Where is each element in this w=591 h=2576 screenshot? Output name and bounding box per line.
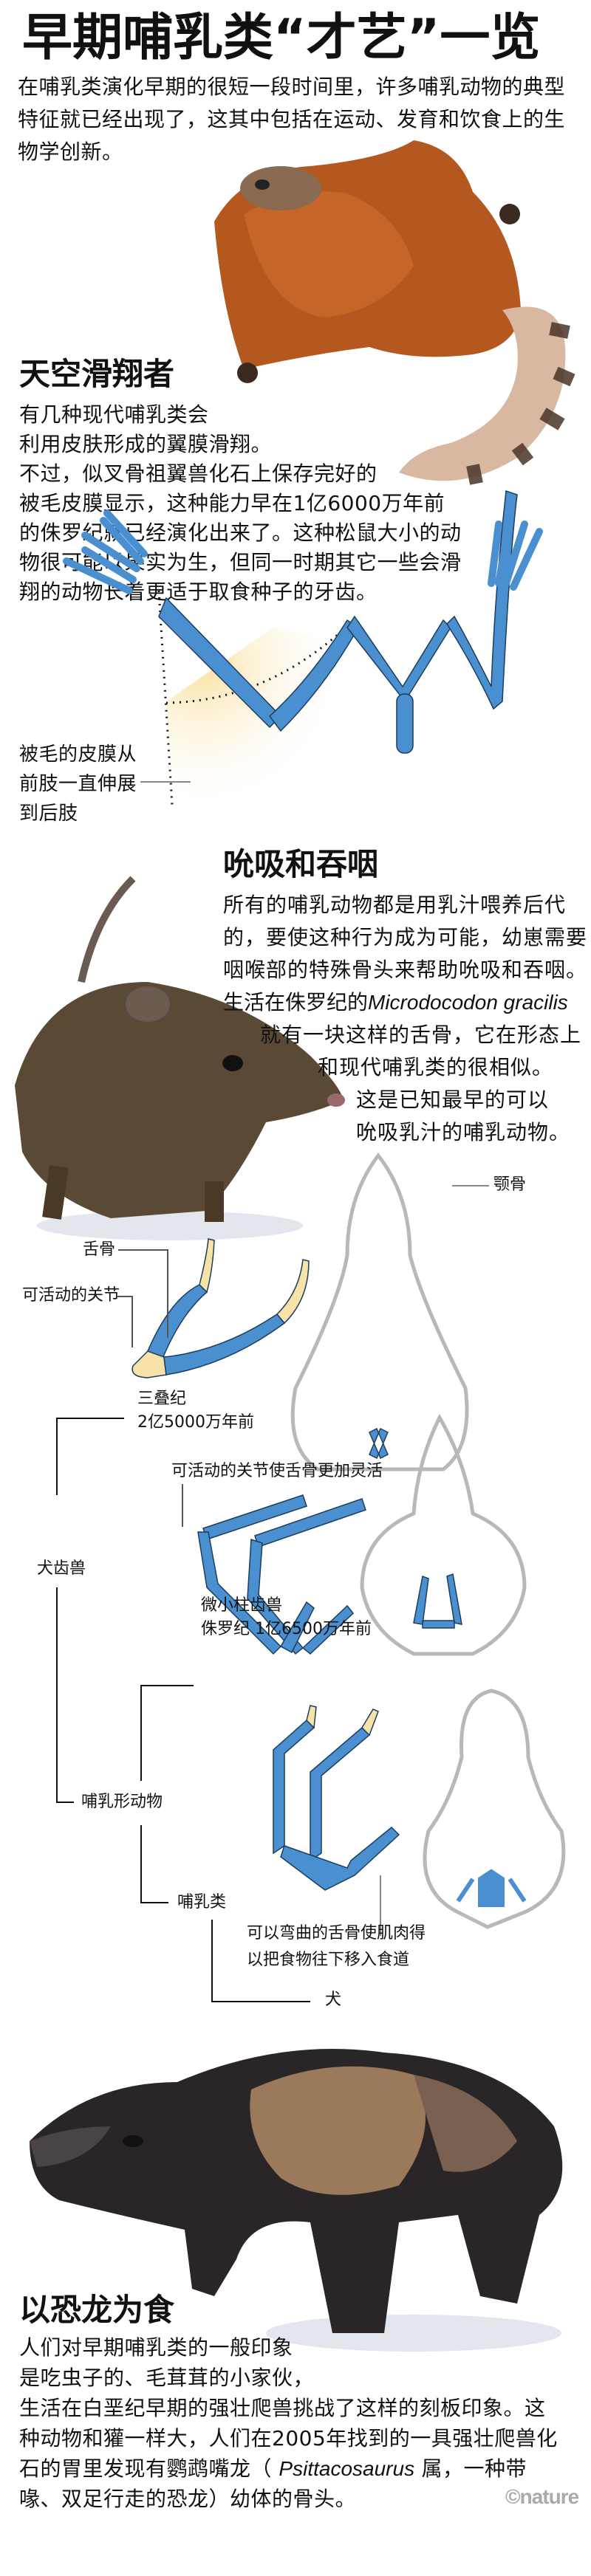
nature-credit: ©nature xyxy=(505,2485,579,2508)
cladogram-branch xyxy=(56,1587,58,1803)
cladogram-branch xyxy=(140,1685,142,1781)
jaw-label: 颚骨 xyxy=(493,1175,527,1194)
jaw-pointer-line xyxy=(452,1185,489,1186)
hyoid-pointer-line xyxy=(118,1249,167,1251)
microdocodon-name: 微小柱齿兽 xyxy=(201,1596,283,1615)
intro-line: 物学创新。 xyxy=(18,140,123,164)
skull-dog xyxy=(423,1689,566,1929)
genus-name: Psittacosaurus xyxy=(279,2457,415,2480)
cladogram-branch xyxy=(56,1802,74,1803)
suckling-text: 所有的哺乳动物都是用乳汁喂养后代 xyxy=(223,893,567,917)
glider-text: 翔的动物长着更适于取食种子的牙齿。 xyxy=(19,580,378,604)
suckling-text: 就有一块这样的舌骨，它在形态上 xyxy=(260,1023,582,1047)
bend-note: 以把食物往下移入食道 xyxy=(247,1951,410,1969)
microdocodon-age: 侏罗纪 1亿6500万年前 xyxy=(201,1620,372,1638)
dino-text: 喙、双足行走的恐龙）幼体的骨头。 xyxy=(19,2487,357,2511)
suckling-text: 生活在侏罗纪的Microdocodon gracilis xyxy=(223,986,568,1019)
joint-label: 可活动的关节 xyxy=(22,1286,120,1305)
suckling-text: 和现代哺乳类的很相似。 xyxy=(318,1055,554,1079)
skull-microdocodon xyxy=(360,1413,527,1656)
glider-skeleton-illustration xyxy=(63,490,543,812)
dog-label: 犬 xyxy=(325,1991,342,2009)
dino-text: 人们对早期哺乳类的一般印象 xyxy=(19,2335,293,2360)
cladogram-branch xyxy=(140,1902,168,1903)
repenomamus-illustration xyxy=(30,2049,563,2352)
suckling-text: 吮吸乳汁的哺乳动物。 xyxy=(356,1120,571,1144)
cladogram-branch xyxy=(211,1920,213,2002)
hyoid-pointer-line xyxy=(167,1249,168,1338)
bend-note-line xyxy=(380,1875,381,1936)
membrane-label: 到后肢 xyxy=(19,803,78,825)
intro-line: 特征就已经出现了，这其中包括在运动、发育和饮食上的生 xyxy=(18,107,566,131)
bend-note: 可以弯曲的舌骨使肌肉得 xyxy=(247,1924,426,1943)
glider-text: 不过，似叉骨祖翼兽化石上保存完好的 xyxy=(19,461,378,486)
glider-text: 利用皮肤形成的翼膜滑翔。 xyxy=(19,432,273,456)
species-name: Microdocodon gracilis xyxy=(368,991,568,1014)
cladogram-branch xyxy=(140,1825,142,1903)
dino-text: 生活在白垩纪早期的强壮爬兽挑战了这样的刻板印象。这 xyxy=(19,2396,546,2420)
joint-note: 可活动的关节使舌骨更加灵活 xyxy=(171,1462,383,1480)
joint-pointer-line xyxy=(117,1296,131,1297)
section-heading-glider: 天空滑翔者 xyxy=(19,356,175,392)
suckling-text-prefix: 生活在侏罗纪的 xyxy=(223,990,369,1014)
section-heading-dino: 以恐龙为食 xyxy=(19,2292,175,2328)
mammal-label: 哺乳类 xyxy=(177,1893,227,1912)
triassic-period: 三叠纪 xyxy=(137,1390,187,1408)
dino-text-suffix: 属，一种带 xyxy=(421,2456,527,2481)
cladogram-branch xyxy=(56,1418,124,1419)
triassic-age: 2亿5000万年前 xyxy=(137,1413,254,1432)
suckling-text: 这是已知最早的可以 xyxy=(356,1088,550,1112)
hyoid-label: 舌骨 xyxy=(83,1240,116,1259)
dino-text: 石的胃里发现有鹦鹉嘴龙（ Psittacosaurus 属，一种带 xyxy=(19,2453,527,2485)
section-heading-suckling: 吮吸和吞咽 xyxy=(223,846,379,882)
joint-note-line xyxy=(182,1484,183,1527)
membrane-label: 前肢一直伸展 xyxy=(19,773,137,795)
membrane-label: 被毛的皮膜从 xyxy=(19,743,137,766)
suckling-text: 的，要使这种行为成为可能，幼崽需要 xyxy=(223,925,588,949)
cladogram-branch xyxy=(56,1418,58,1495)
membrane-pointer-line xyxy=(140,781,191,783)
hyoid-evolution-diagram xyxy=(131,1152,566,1929)
shrew-illustration xyxy=(15,876,345,1240)
cladogram-branch xyxy=(211,2001,310,2002)
joint-pointer-line xyxy=(131,1296,133,1347)
skull-triassic xyxy=(290,1152,469,1471)
dino-text-prefix: 石的胃里发现有鹦鹉嘴龙（ xyxy=(19,2456,273,2481)
cynodont-label: 犬齿兽 xyxy=(37,1559,86,1578)
suckling-text: 咽喉部的特殊骨头来帮助吮吸和吞咽。 xyxy=(223,958,588,982)
mammaliaform-label: 哺乳形动物 xyxy=(81,1793,163,1811)
page-title: 早期哺乳类“才艺”一览 xyxy=(22,9,541,67)
glider-illustration xyxy=(214,140,575,485)
glider-text: 被毛皮膜显示，这种能力早在1亿6000万年前 xyxy=(19,491,445,515)
dino-text: 种动物和獾一样大，人们在2005年找到的一具强壮爬兽化 xyxy=(19,2426,558,2450)
intro-line: 在哺乳类演化早期的很短一段时间里，许多哺乳动物的典型 xyxy=(18,75,566,99)
cladogram-branch xyxy=(140,1685,194,1686)
glider-text: 有几种现代哺乳类会 xyxy=(19,402,209,427)
dino-text: 是吃虫子的、毛茸茸的小家伙， xyxy=(19,2366,315,2390)
